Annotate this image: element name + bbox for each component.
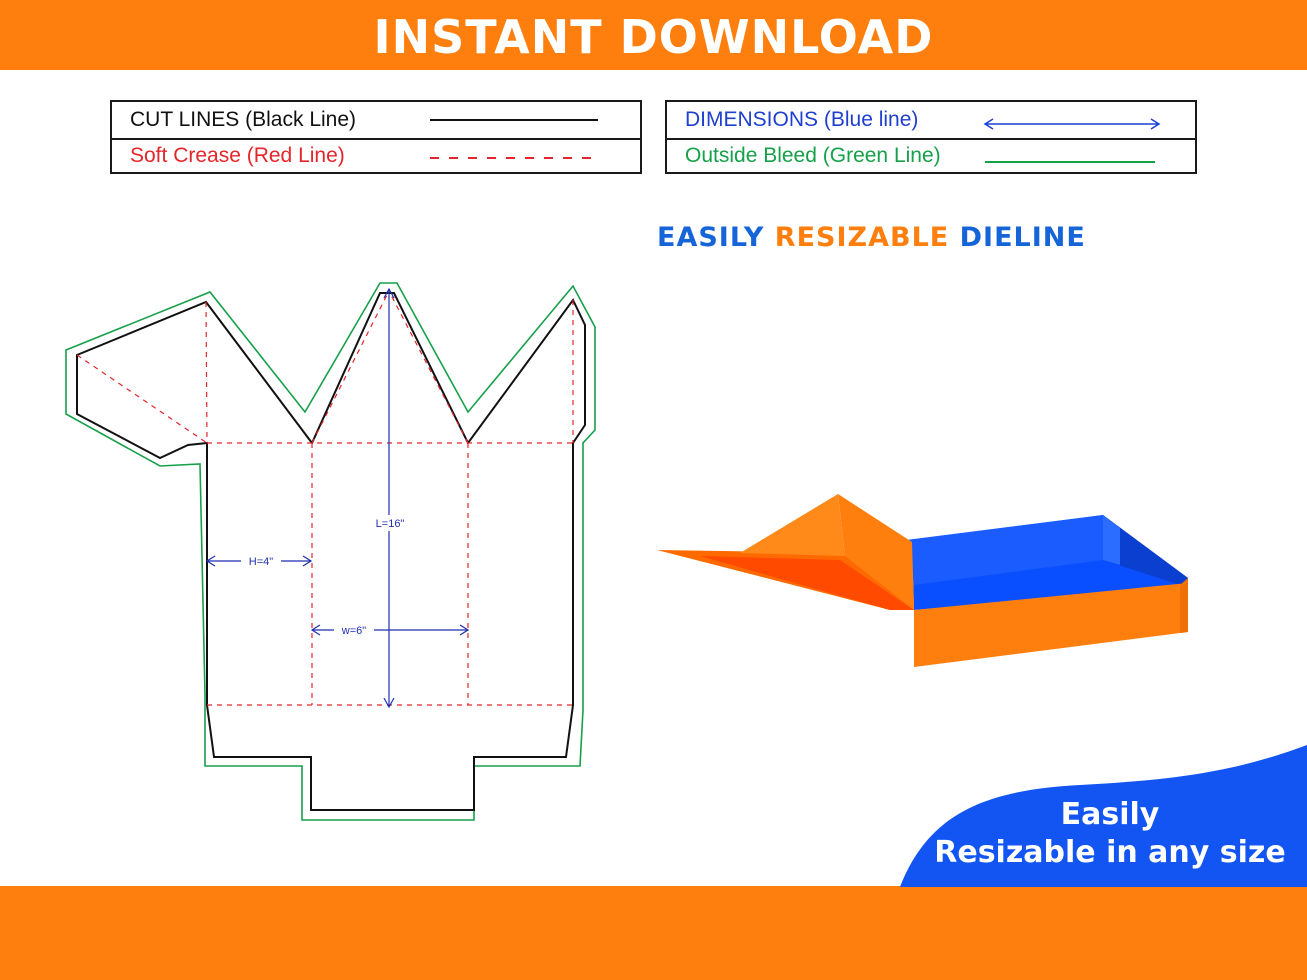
resizable-note-line1: Easily: [1060, 797, 1160, 832]
legend-soft-crease-label: Soft Crease (Red Line): [130, 144, 345, 167]
headline-word-easily: EASILY: [657, 222, 765, 253]
cut-line-outline: [76, 292, 586, 811]
box-inner-floor: [912, 515, 1188, 610]
resizable-note-line2: Resizable in any size: [934, 835, 1286, 870]
box-end-front: [1180, 578, 1188, 633]
legend-right-box: DIMENSIONS (Blue line) Outside Bleed (Gr…: [665, 100, 1197, 174]
box-upright-flap-fold: [740, 494, 845, 556]
bleed-line-sample: [985, 161, 1155, 163]
legend-row-cut-lines: CUT LINES (Black Line): [112, 102, 640, 140]
box-long-flap: [657, 550, 914, 610]
crease-line-sample: [430, 157, 598, 159]
outside-bleed-outline: [65, 282, 596, 821]
length-dimension-label: L=16": [376, 518, 405, 530]
dimension-arrow-sample: [983, 118, 1161, 130]
legend-row-dimensions: DIMENSIONS (Blue line): [667, 102, 1195, 140]
cut-line-sample: [430, 119, 598, 121]
headline-word-dieline: DIELINE: [959, 222, 1086, 253]
legend-dimensions-label: DIMENSIONS (Blue line): [685, 108, 919, 131]
box-long-flap-shadow: [700, 556, 914, 610]
box-inner-back-wall: [906, 515, 1103, 585]
bottom-orange-banner: [0, 886, 1307, 980]
box-inner-end-wall: [1103, 515, 1188, 585]
width-dimension-label: w=6": [341, 625, 366, 637]
height-dimension-label: H=4": [249, 556, 273, 568]
legend-cut-lines-label: CUT LINES (Black Line): [130, 108, 357, 131]
box-dieline-drawing: L=16" H=4" w=6": [65, 282, 596, 821]
box-front-wall: [914, 583, 1188, 667]
box-upright-flap: [838, 494, 914, 610]
legend-row-outside-bleed: Outside Bleed (Green Line): [667, 138, 1195, 174]
legend-row-soft-crease: Soft Crease (Red Line): [112, 138, 640, 174]
resizable-dieline-headline: EASILY RESIZABLE DIELINE: [657, 222, 1086, 253]
legend-outside-bleed-label: Outside Bleed (Green Line): [685, 144, 941, 167]
headline-word-resizable: RESIZABLE: [774, 222, 950, 253]
instant-download-banner: INSTANT DOWNLOAD: [0, 0, 1307, 70]
dimension-lines: [205, 287, 470, 709]
soft-crease-lines: [76, 292, 574, 706]
box-inner-corner-flap: [1103, 515, 1120, 565]
legend-left-box: CUT LINES (Black Line) Soft Crease (Red …: [110, 100, 642, 174]
resizable-note: Easily Resizable in any size: [920, 796, 1300, 872]
